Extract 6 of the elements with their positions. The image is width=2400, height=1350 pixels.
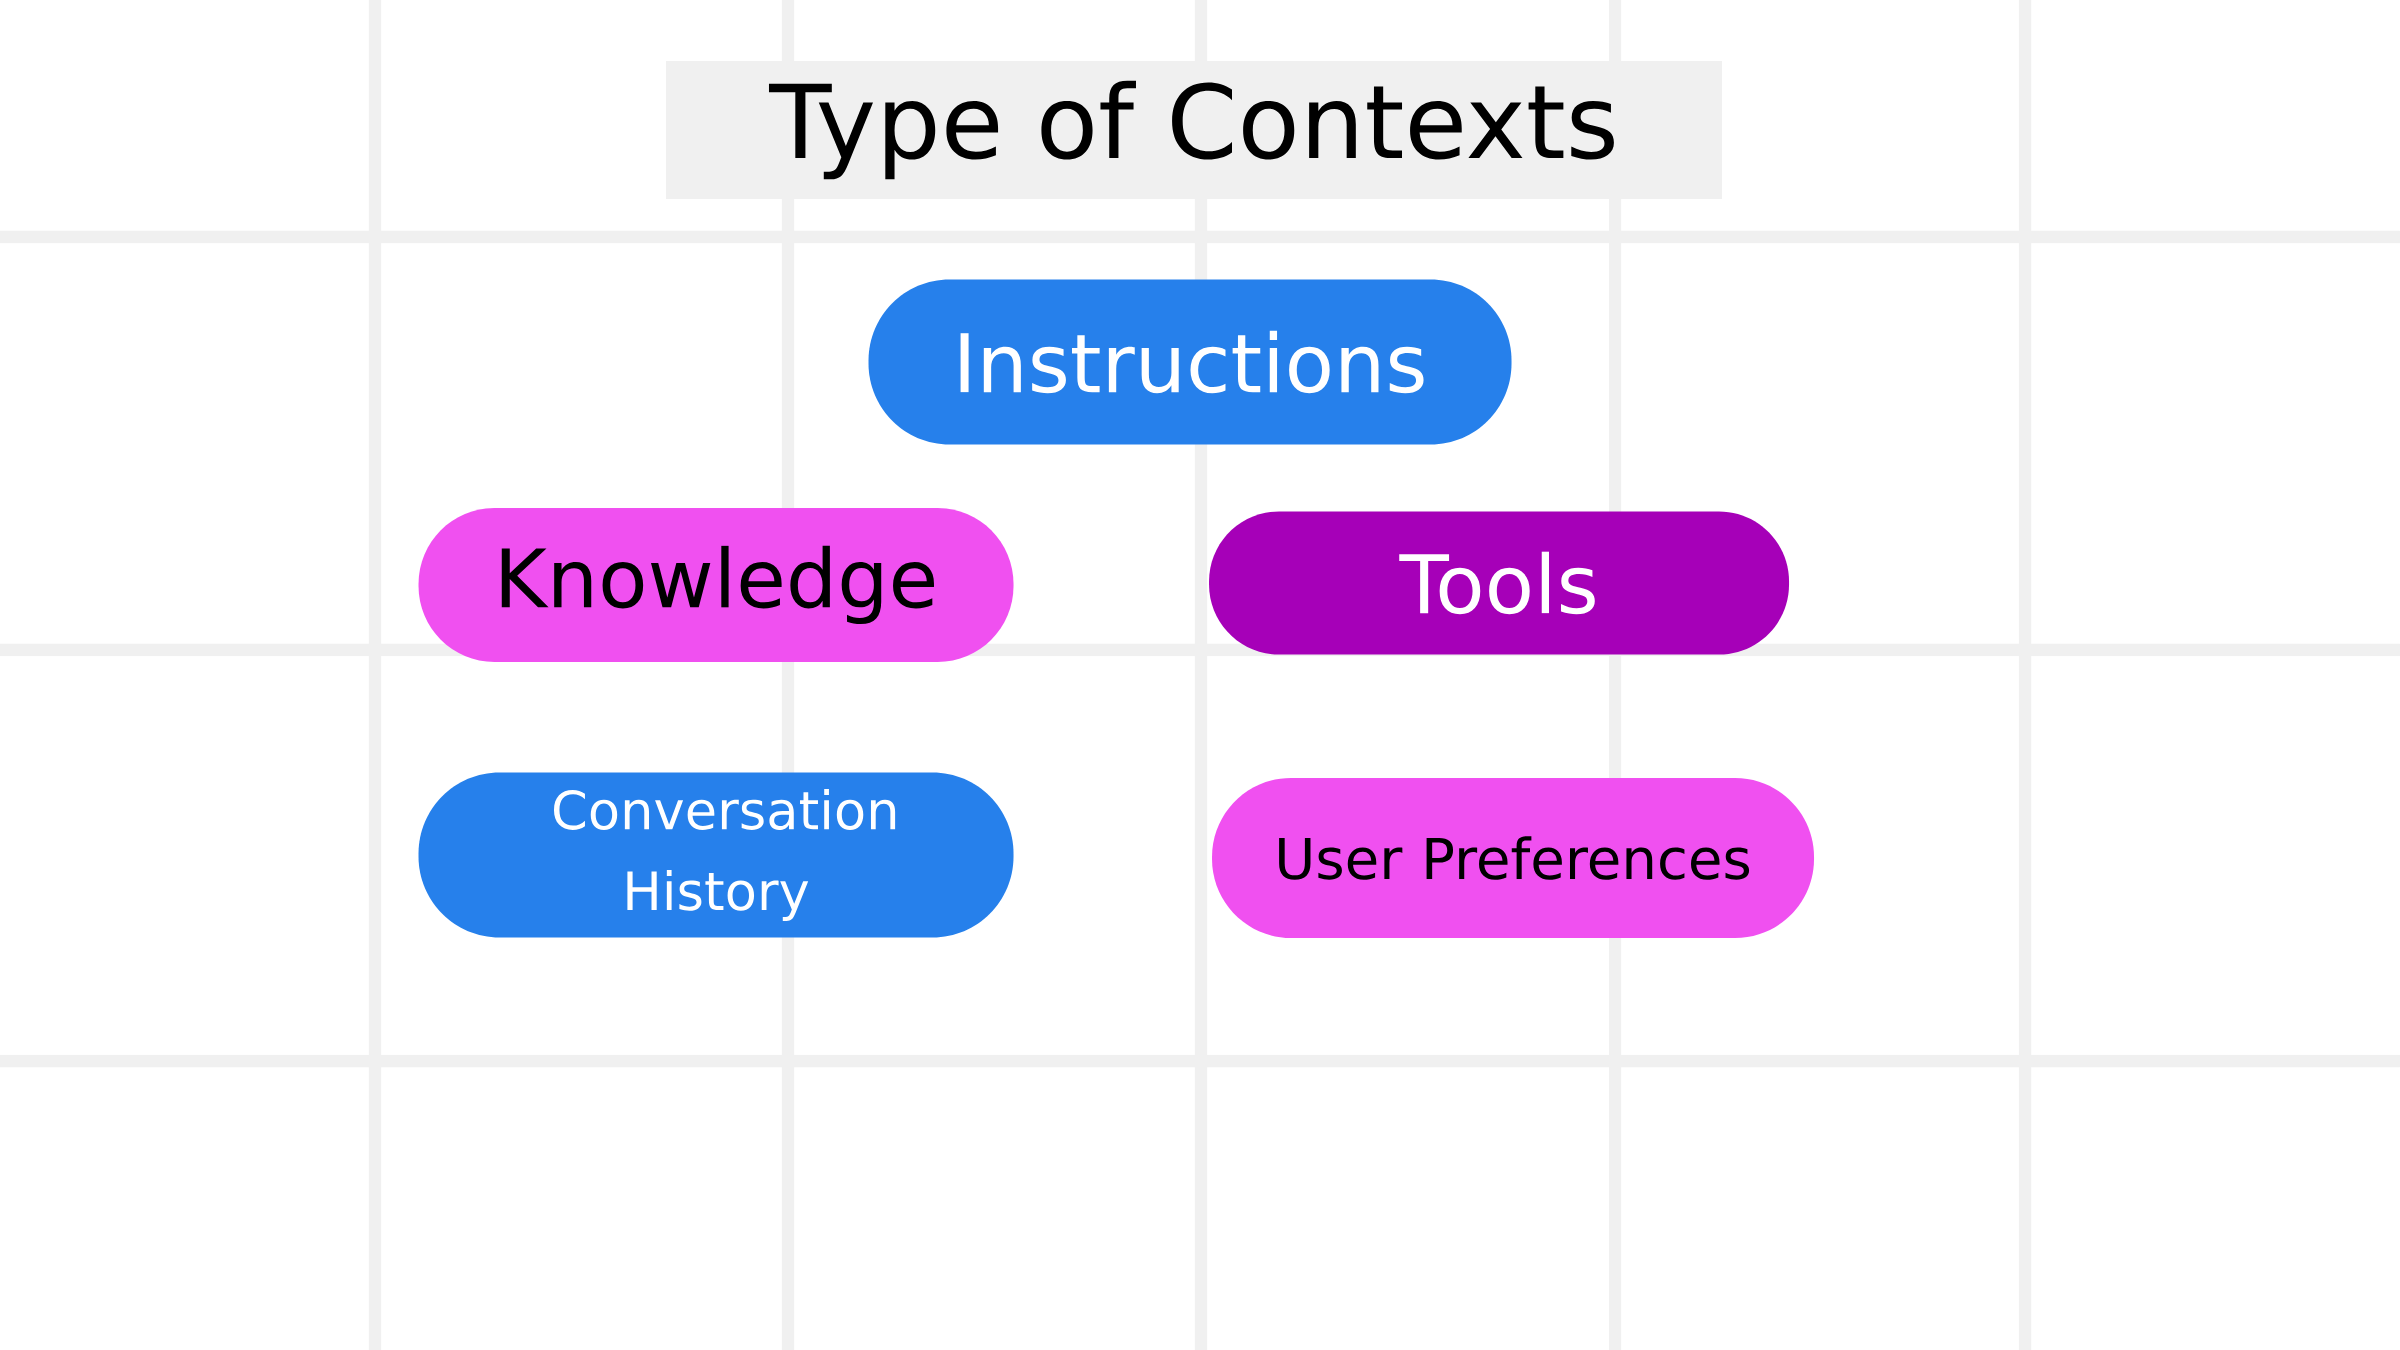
context-pill: Knowledge	[418, 508, 1014, 662]
title: Type of Contexts	[666, 61, 1723, 199]
context-pill: Conversation History	[418, 772, 1014, 938]
context-pill: Instructions	[868, 279, 1512, 445]
context-pill: Tools	[1209, 511, 1790, 655]
context-pill: User Preferences	[1212, 778, 1815, 938]
